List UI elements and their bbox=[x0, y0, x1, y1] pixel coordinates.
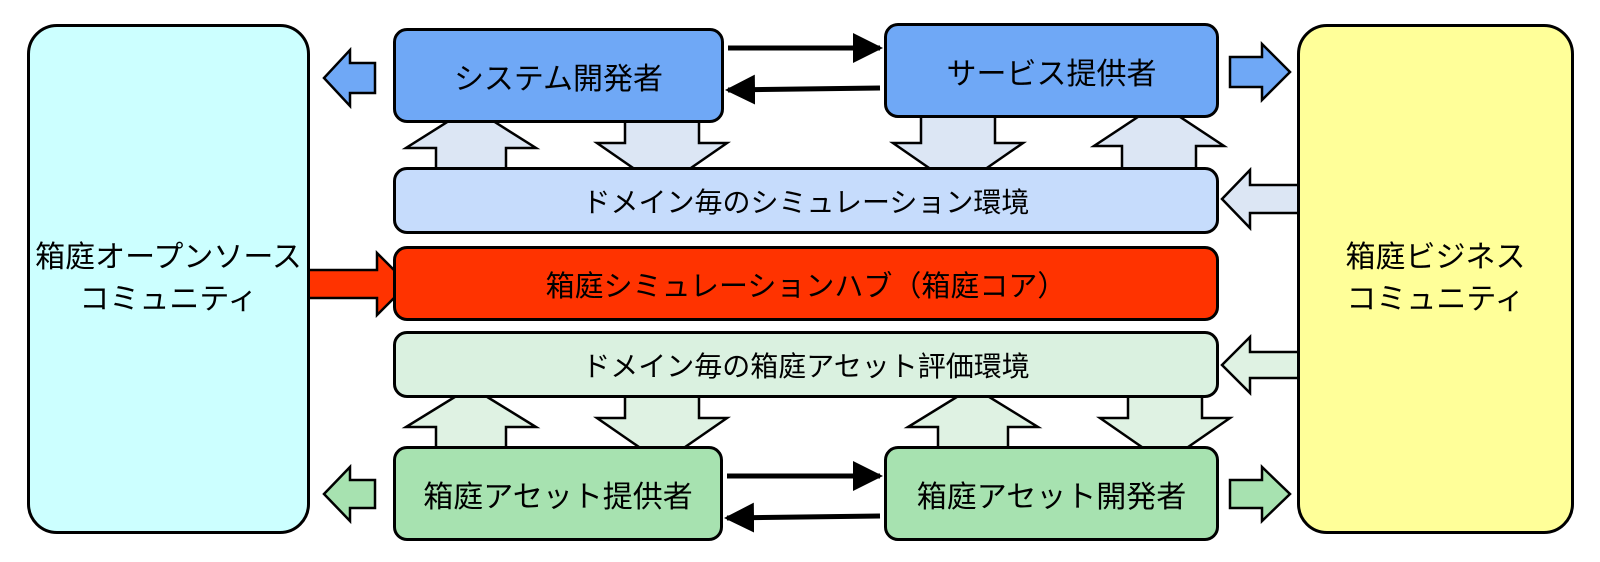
business-community-label-line2: コミュニティ bbox=[1346, 282, 1525, 317]
system-developer-box: システム開発者 bbox=[393, 28, 724, 123]
simulation-environment-band: ドメイン毎のシミュレーション環境 bbox=[393, 167, 1219, 234]
service-provider-box: サービス提供者 bbox=[884, 23, 1219, 118]
arrow-oss-to-hub bbox=[304, 249, 410, 319]
oss-community-label-line2: コミュニティ bbox=[79, 282, 258, 317]
business-community-box: 箱庭ビジネス コミュニティ bbox=[1297, 24, 1574, 534]
oss-community-label-line1: 箱庭オープンソース bbox=[35, 240, 302, 275]
arrow-business-to-eval-env bbox=[1220, 333, 1307, 397]
arrow-left-top bbox=[322, 46, 377, 110]
arrow-left-bottom bbox=[322, 463, 377, 525]
asset-evaluation-environment-band: ドメイン毎の箱庭アセット評価環境 bbox=[393, 331, 1219, 398]
asset-provider-box: 箱庭アセット提供者 bbox=[393, 446, 723, 541]
arrow-service-provider-to-system-dev bbox=[725, 74, 881, 105]
arrow-asset-developer-to-asset-provider bbox=[724, 502, 881, 533]
simulation-hub-band: 箱庭シミュレーションハブ（箱庭コア） bbox=[393, 246, 1219, 321]
oss-community-box: 箱庭オープンソース コミュニティ bbox=[27, 24, 310, 534]
arrow-right-bottom bbox=[1228, 464, 1292, 524]
arrow-business-to-sim-env bbox=[1220, 166, 1307, 232]
asset-developer-box: 箱庭アセット開発者 bbox=[884, 446, 1219, 541]
business-community-label-line1: 箱庭ビジネス bbox=[1345, 240, 1526, 275]
arrow-right-top bbox=[1228, 40, 1292, 104]
